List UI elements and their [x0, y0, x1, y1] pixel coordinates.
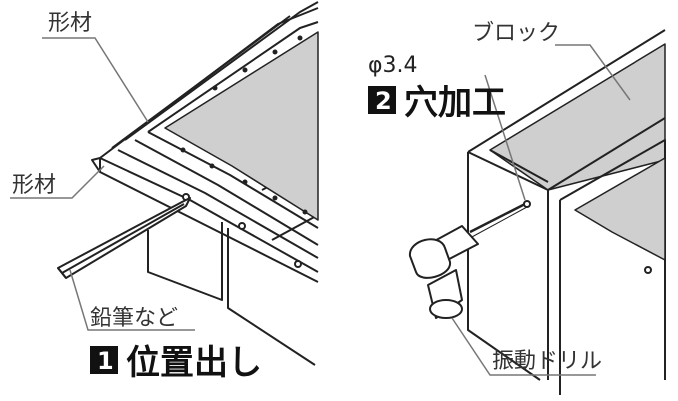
step-1-title: 位置出し	[126, 343, 262, 383]
label-drill: 振動ドリル	[492, 349, 602, 374]
leader-frame-top	[42, 37, 149, 123]
block-far	[547, 117, 666, 395]
step-2-title: 穴加工	[404, 83, 506, 123]
vibration-drill-icon	[408, 200, 531, 319]
label-pencil: 鉛筆など	[90, 306, 178, 331]
right-leader-lines	[451, 44, 631, 376]
pencil-icon	[57, 197, 191, 279]
label-frame-top: 形材	[48, 11, 92, 36]
left-illustration	[57, 1, 319, 366]
block-near	[467, 29, 666, 381]
step-2-heading: 2 穴加工	[368, 83, 506, 123]
leader-frame-side	[10, 165, 105, 199]
left-leader-lines	[10, 37, 195, 331]
leader-block	[555, 44, 631, 101]
frame-profile-top	[99, 1, 319, 273]
step-1-number: 1	[97, 347, 114, 375]
frame-profile-side	[91, 157, 319, 283]
right-illustration	[408, 29, 666, 395]
leader-diameter	[484, 74, 526, 201]
step-2-badge	[368, 86, 396, 114]
label-frame-side: 形材	[12, 173, 56, 198]
leader-drill	[451, 317, 596, 376]
step-1-heading: 1 位置出し	[90, 343, 262, 383]
label-block: ブロック	[472, 21, 560, 46]
label-diameter: φ3.4	[368, 53, 418, 78]
step-1-badge	[90, 346, 118, 374]
step-2-number: 2	[375, 87, 392, 115]
leader-pencil	[69, 269, 195, 331]
